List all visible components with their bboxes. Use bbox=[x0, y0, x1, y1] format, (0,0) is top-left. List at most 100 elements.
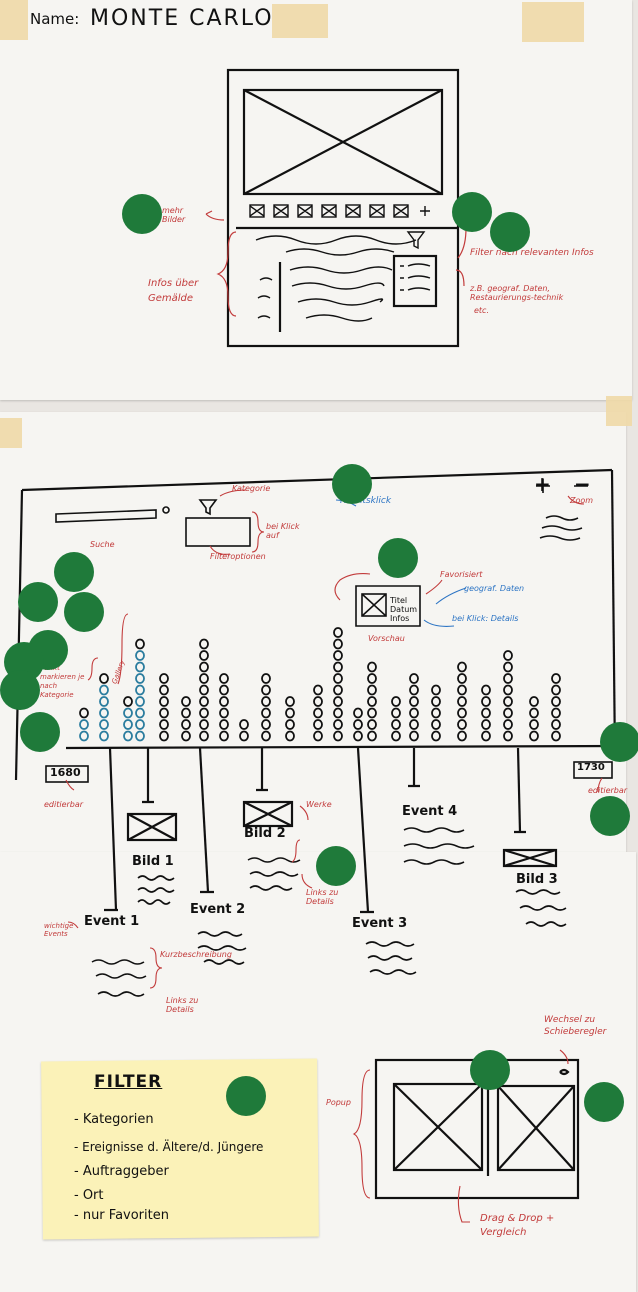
timeline-item-marker[interactable] bbox=[481, 730, 491, 742]
timeline-item-marker[interactable] bbox=[529, 707, 539, 719]
timeline-item-marker[interactable] bbox=[135, 696, 145, 707]
timeline-item-marker[interactable] bbox=[123, 730, 133, 742]
timeline-item-marker[interactable] bbox=[333, 661, 343, 673]
timeline-item-marker[interactable] bbox=[503, 730, 513, 742]
timeline-item-marker[interactable] bbox=[79, 707, 89, 719]
timeline-item-marker[interactable] bbox=[457, 661, 467, 673]
timeline-item-marker[interactable] bbox=[503, 650, 513, 661]
timeline-item-marker[interactable] bbox=[551, 707, 561, 719]
timeline-item-marker[interactable] bbox=[457, 707, 467, 719]
timeline-item-marker[interactable] bbox=[123, 707, 133, 719]
timeline-item-marker[interactable] bbox=[79, 730, 89, 742]
timeline-item-marker[interactable] bbox=[481, 696, 491, 707]
timeline-item-marker[interactable] bbox=[367, 684, 377, 696]
timeline-item-marker[interactable] bbox=[457, 730, 467, 742]
timeline-item-marker[interactable] bbox=[431, 719, 441, 730]
timeline-item-marker[interactable] bbox=[159, 684, 169, 696]
timeline-item-marker[interactable] bbox=[261, 730, 271, 742]
timeline-item-marker[interactable] bbox=[99, 696, 109, 707]
timeline-item-marker[interactable] bbox=[159, 673, 169, 684]
image-1-label[interactable]: Bild 1 bbox=[132, 854, 174, 869]
timeline-item-marker[interactable] bbox=[199, 638, 209, 650]
timeline-item-marker[interactable] bbox=[135, 684, 145, 696]
timeline-item-marker[interactable] bbox=[529, 719, 539, 730]
timeline-item-marker[interactable] bbox=[181, 730, 191, 742]
timeline-item-marker[interactable] bbox=[391, 696, 401, 707]
timeline-item-marker[interactable] bbox=[159, 730, 169, 742]
timeline-item-marker[interactable] bbox=[199, 696, 209, 707]
timeline-item-marker[interactable] bbox=[181, 719, 191, 730]
timeline-item-marker[interactable] bbox=[99, 673, 109, 684]
timeline-item-marker[interactable] bbox=[367, 707, 377, 719]
timeline-item-marker[interactable] bbox=[367, 730, 377, 742]
timeline-item-marker[interactable] bbox=[99, 719, 109, 730]
timeline-item-marker[interactable] bbox=[199, 661, 209, 673]
timeline-item-marker[interactable] bbox=[199, 707, 209, 719]
timeline-item-marker[interactable] bbox=[99, 707, 109, 719]
timeline-item-marker[interactable] bbox=[135, 707, 145, 719]
timeline-item-marker[interactable] bbox=[333, 719, 343, 730]
timeline-item-marker[interactable] bbox=[261, 684, 271, 696]
timeline-item-marker[interactable] bbox=[219, 707, 229, 719]
timeline-item-marker[interactable] bbox=[551, 684, 561, 696]
timeline-item-marker[interactable] bbox=[431, 730, 441, 742]
timeline-item-marker[interactable] bbox=[503, 696, 513, 707]
timeline-item-marker[interactable] bbox=[261, 673, 271, 684]
timeline-item-marker[interactable] bbox=[135, 730, 145, 742]
timeline-item-marker[interactable] bbox=[199, 650, 209, 661]
timeline-item-marker[interactable] bbox=[219, 696, 229, 707]
timeline-item-marker[interactable] bbox=[123, 719, 133, 730]
timeline-item-marker[interactable] bbox=[219, 673, 229, 684]
timeline-item-marker[interactable] bbox=[199, 684, 209, 696]
timeline-item-marker[interactable] bbox=[99, 684, 109, 696]
timeline-item-marker[interactable] bbox=[199, 673, 209, 684]
timeline-item-marker[interactable] bbox=[551, 730, 561, 742]
event-4-label[interactable]: Event 4 bbox=[402, 804, 458, 819]
event-2-label[interactable]: Event 2 bbox=[190, 902, 246, 917]
timeline-item-marker[interactable] bbox=[481, 684, 491, 696]
timeline-item-marker[interactable] bbox=[367, 696, 377, 707]
timeline-item-marker[interactable] bbox=[431, 696, 441, 707]
timeline-item-marker[interactable] bbox=[333, 673, 343, 684]
timeline-item-marker[interactable] bbox=[457, 673, 467, 684]
timeline-item-marker[interactable] bbox=[313, 684, 323, 696]
timeline-item-marker[interactable] bbox=[219, 730, 229, 742]
image-3-label[interactable]: Bild 3 bbox=[516, 872, 558, 887]
timeline-item-marker[interactable] bbox=[551, 673, 561, 684]
event-3-label[interactable]: Event 3 bbox=[352, 916, 408, 931]
timeline-item-marker[interactable] bbox=[391, 730, 401, 742]
timeline-item-marker[interactable] bbox=[551, 696, 561, 707]
year-end[interactable]: 1730 bbox=[577, 762, 605, 773]
timeline-item-marker[interactable] bbox=[219, 684, 229, 696]
timeline-item-marker[interactable] bbox=[457, 696, 467, 707]
timeline-item-marker[interactable] bbox=[261, 707, 271, 719]
image-2-label[interactable]: Bild 2 bbox=[244, 826, 286, 841]
timeline-item-marker[interactable] bbox=[529, 696, 539, 707]
timeline-item-marker[interactable] bbox=[135, 661, 145, 673]
timeline-item-marker[interactable] bbox=[333, 696, 343, 707]
timeline-item-marker[interactable] bbox=[457, 684, 467, 696]
timeline-item-marker[interactable] bbox=[333, 730, 343, 742]
timeline-item-marker[interactable] bbox=[285, 730, 295, 742]
timeline-item-marker[interactable] bbox=[313, 707, 323, 719]
timeline-item-marker[interactable] bbox=[409, 673, 419, 684]
timeline-item-marker[interactable] bbox=[333, 707, 343, 719]
timeline-item-marker[interactable] bbox=[285, 707, 295, 719]
timeline-item-marker[interactable] bbox=[409, 707, 419, 719]
timeline-item-marker[interactable] bbox=[367, 719, 377, 730]
timeline-item-marker[interactable] bbox=[503, 707, 513, 719]
timeline-item-marker[interactable] bbox=[313, 730, 323, 742]
timeline-item-marker[interactable] bbox=[431, 707, 441, 719]
timeline-item-marker[interactable] bbox=[353, 730, 363, 742]
timeline-item-marker[interactable] bbox=[313, 719, 323, 730]
timeline-item-marker[interactable] bbox=[409, 684, 419, 696]
timeline-item-marker[interactable] bbox=[239, 730, 249, 742]
timeline-item-marker[interactable] bbox=[503, 661, 513, 673]
timeline-item-marker[interactable] bbox=[353, 719, 363, 730]
timeline-item-marker[interactable] bbox=[333, 684, 343, 696]
timeline-item-marker[interactable] bbox=[551, 719, 561, 730]
timeline-item-marker[interactable] bbox=[367, 661, 377, 673]
timeline-item-marker[interactable] bbox=[481, 707, 491, 719]
timeline-item-marker[interactable] bbox=[159, 696, 169, 707]
timeline-item-marker[interactable] bbox=[135, 638, 145, 650]
